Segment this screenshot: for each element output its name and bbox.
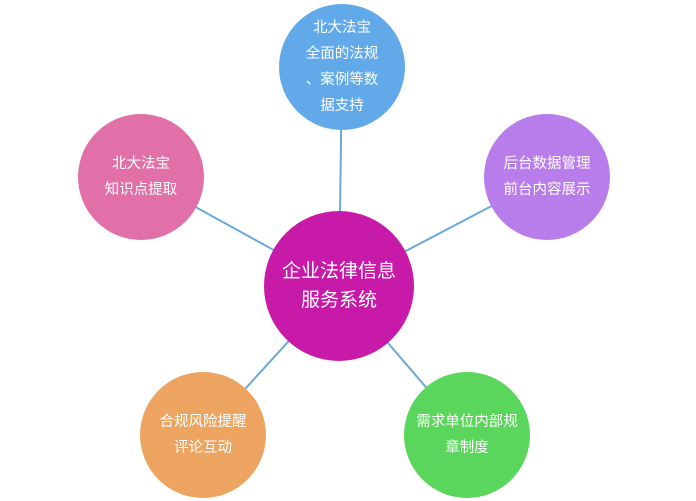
center-node: 企业法律信息 服务系统 <box>264 211 414 361</box>
node-right-line-1: 后台数据管理 <box>503 156 591 172</box>
node-top-line-3: 、案例等数 <box>305 72 379 88</box>
node-left-line-1: 北大法宝 <box>112 156 170 172</box>
node-right: 后台数据管理 前台内容展示 <box>484 114 610 240</box>
node-bottom-right: 需求单位内部规 章制度 <box>404 372 530 498</box>
node-top-line-2: 全面的法规 <box>305 46 379 62</box>
center-node-line-1: 企业法律信息 <box>281 260 396 282</box>
node-bottom-left-line-2: 评论互动 <box>174 440 232 456</box>
node-top-line-4: 据支持 <box>320 98 364 114</box>
center-node-line-2: 服务系统 <box>300 289 377 311</box>
node-left: 北大法宝 知识点提取 <box>78 114 204 240</box>
node-bottom-left-line-1: 合规风险提醒 <box>159 414 247 430</box>
node-bottom-right-line-2: 章制度 <box>445 440 489 456</box>
node-top: 北大法宝 全面的法规 、案例等数 据支持 <box>279 4 405 130</box>
node-left-line-2: 知识点提取 <box>104 182 178 198</box>
node-right-line-2: 前台内容展示 <box>503 182 591 198</box>
node-top-line-1: 北大法宝 <box>313 20 371 36</box>
node-bottom-left: 合规风险提醒 评论互动 <box>140 372 266 498</box>
node-bottom-right-line-1: 需求单位内部规 <box>416 414 518 430</box>
